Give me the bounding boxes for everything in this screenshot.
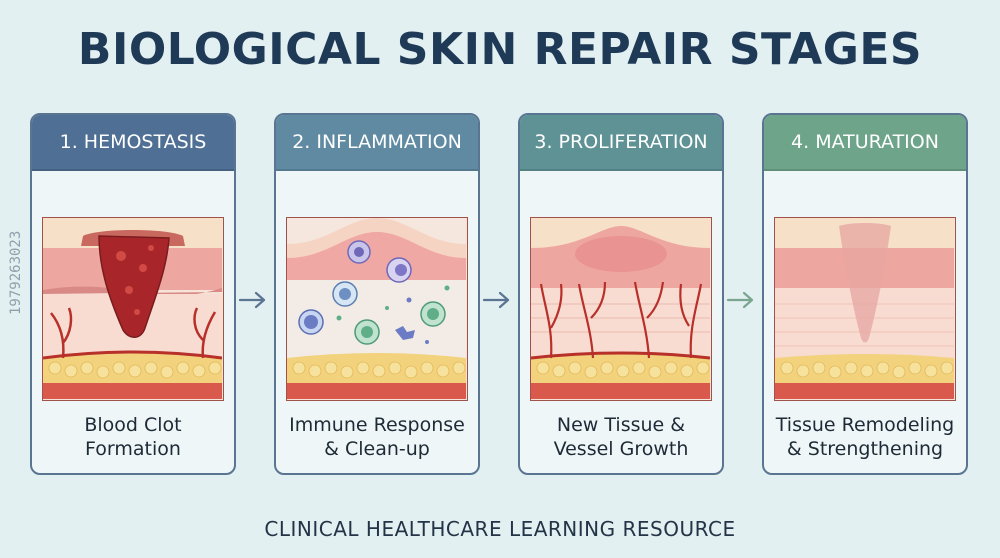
- stage-card-hemostasis: 1. HEMOSTASIS Bloo: [30, 113, 236, 475]
- footer-text: CLINICAL HEALTHCARE LEARNING RESOURCE: [264, 517, 736, 541]
- stage-caption-proliferation: New Tissue & Vessel Growth: [520, 413, 722, 461]
- page-title: BIOLOGICAL SKIN REPAIR STAGES: [77, 24, 923, 75]
- caption-line: New Tissue &: [556, 414, 686, 436]
- inflammation-illustration: [286, 217, 468, 401]
- proliferation-illustration: [530, 217, 712, 401]
- stage-card-proliferation: 3. PROLIFERATION: [518, 113, 724, 475]
- hemostasis-illustration: [42, 217, 224, 401]
- caption-line: Formation: [85, 438, 181, 460]
- caption-line: Immune Response: [289, 414, 465, 436]
- maturation-illustration: [774, 217, 956, 401]
- caption-line: Blood Clot: [84, 414, 182, 436]
- caption-line: Vessel Growth: [553, 438, 689, 460]
- stage-header-inflammation: 2. INFLAMMATION: [276, 115, 478, 171]
- stage-caption-inflammation: Immune Response & Clean-up: [276, 413, 478, 461]
- stage-card-maturation: 4. MATURATION Tissue Remodeling & Streng…: [762, 113, 968, 475]
- caption-line: & Strengthening: [786, 438, 944, 460]
- arrow-right-icon: [726, 291, 754, 309]
- arrow-right-icon: [238, 291, 266, 309]
- arrow-right-icon: [482, 291, 510, 309]
- stage-caption-hemostasis: Blood Clot Formation: [32, 413, 234, 461]
- stage-caption-maturation: Tissue Remodeling & Strengthening: [764, 413, 966, 461]
- stage-header-maturation: 4. MATURATION: [764, 115, 966, 171]
- stage-header-proliferation: 3. PROLIFERATION: [520, 115, 722, 171]
- stage-header-hemostasis: 1. HEMOSTASIS: [32, 115, 234, 171]
- stock-id-watermark: 1979263023: [8, 230, 24, 315]
- caption-line: Tissue Remodeling: [775, 414, 955, 436]
- caption-line: & Clean-up: [324, 438, 430, 460]
- stage-card-inflammation: 2. INFLAMMATION: [274, 113, 480, 475]
